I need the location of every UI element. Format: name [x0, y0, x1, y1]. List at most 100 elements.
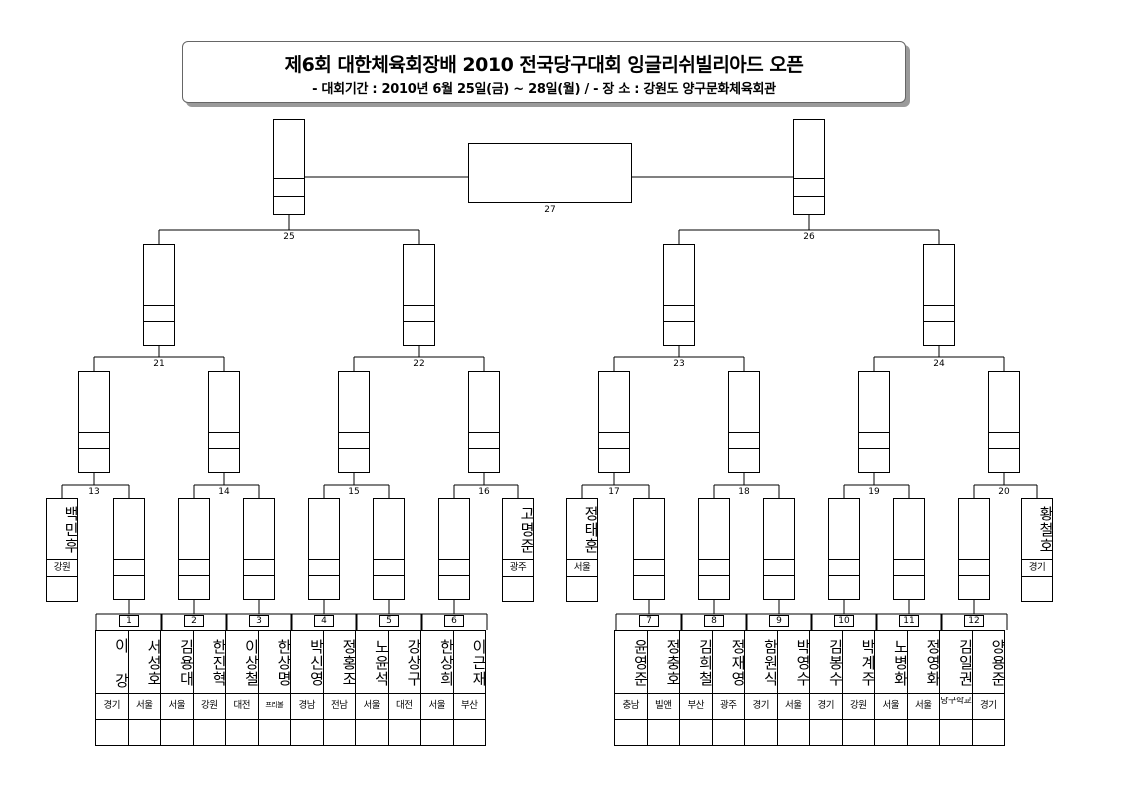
bye-player-name: 황철호 [1037, 506, 1055, 554]
score-divider [114, 559, 144, 560]
blank-cell [971, 719, 1005, 746]
player-name: 노윤석 [372, 639, 391, 687]
player-region: 빌앤 [655, 700, 672, 711]
bye-blank-cell [46, 576, 78, 602]
match-number: 21 [153, 359, 165, 369]
player-region: 당구학교 [940, 697, 972, 705]
score-divider [599, 432, 629, 433]
bye-region: 경기 [1028, 562, 1046, 573]
player-region: 서울 [168, 700, 186, 711]
match-number: 4 [314, 615, 334, 627]
player-region: 경남 [298, 700, 316, 711]
player-cell [906, 630, 940, 694]
blank-cell [744, 719, 778, 746]
blank-cell [841, 719, 875, 746]
player-name: 박계주 [859, 639, 877, 687]
player-name: 노병화 [891, 639, 910, 687]
score-divider [179, 559, 209, 560]
score-divider [859, 432, 889, 433]
first-round-score-box [113, 498, 145, 600]
blank-cell [95, 719, 129, 746]
score-divider [339, 432, 369, 433]
blank-cell [906, 719, 940, 746]
bye-region: 서울 [573, 562, 591, 573]
player-name: 윤영준 [631, 639, 650, 687]
blank-cell [420, 719, 454, 746]
player-name: 김일권 [956, 639, 975, 687]
blank-cell [776, 719, 810, 746]
player-region: 프리볼 [265, 701, 284, 709]
score-divider [894, 559, 924, 560]
match-number: 11 [899, 615, 919, 627]
semifinal-score-box [793, 119, 825, 215]
player-name: 박신영 [307, 639, 326, 687]
player-cell [160, 630, 194, 694]
match-number: 23 [673, 359, 685, 369]
match-number: 6 [444, 615, 464, 627]
score-divider [729, 432, 759, 433]
score-divider [989, 448, 1019, 449]
score-divider [469, 432, 499, 433]
final-box [468, 143, 632, 203]
match-number: 26 [803, 232, 815, 242]
third-round-score-box [403, 244, 435, 346]
score-divider [894, 575, 924, 576]
score-divider [179, 575, 209, 576]
score-divider [79, 432, 109, 433]
blank-cell [192, 719, 226, 746]
score-divider [959, 559, 989, 560]
player-region: 경기 [752, 700, 770, 711]
region-cell [874, 693, 908, 720]
score-divider [729, 448, 759, 449]
score-divider [274, 196, 304, 197]
match-number: 7 [639, 615, 659, 627]
first-round-score-box [308, 498, 340, 600]
score-divider [699, 575, 729, 576]
player-region: 전남 [331, 700, 348, 711]
blank-cell [711, 719, 745, 746]
player-region: 광주 [720, 700, 737, 711]
player-name: 한진혁 [210, 639, 228, 687]
match-number: 14 [218, 487, 230, 497]
bye-player-name: 백민후 [62, 506, 80, 554]
second-round-score-box [468, 371, 500, 473]
bye-player-cell [502, 498, 534, 560]
player-region: 서울 [136, 700, 153, 711]
second-round-score-box [988, 371, 1020, 473]
region-cell [127, 693, 161, 720]
player-name: 정충호 [664, 639, 682, 687]
first-round-score-box [698, 498, 730, 600]
player-cell [192, 630, 226, 694]
score-divider [794, 196, 824, 197]
first-round-score-box [828, 498, 860, 600]
second-round-score-box [858, 371, 890, 473]
score-divider [599, 448, 629, 449]
region-cell [841, 693, 875, 720]
blank-cell [679, 719, 713, 746]
score-divider [664, 305, 694, 306]
match-number: 16 [478, 487, 490, 497]
player-region: 서울 [915, 700, 932, 711]
first-round-score-box [178, 498, 210, 600]
player-region: 대전 [396, 700, 413, 711]
match-number: 13 [88, 487, 100, 497]
player-name: 서성호 [145, 639, 163, 687]
player-name: 강상구 [405, 639, 423, 687]
match-number: 17 [608, 487, 620, 497]
second-round-score-box [208, 371, 240, 473]
score-divider [859, 448, 889, 449]
score-divider [374, 559, 404, 560]
player-name: 정홍조 [340, 639, 358, 687]
blank-cell [290, 719, 324, 746]
score-divider [959, 575, 989, 576]
page-title: 제6회 대한체육회장배 2010 전국당구대회 잉글리쉬빌리아드 오픈 [284, 54, 804, 76]
player-region: 경기 [103, 700, 121, 711]
player-region: 서울 [785, 700, 802, 711]
player-region: 대전 [233, 700, 251, 711]
player-name: 정영화 [924, 639, 942, 687]
player-name: 김희철 [696, 639, 715, 687]
player-cell [971, 630, 1005, 694]
score-divider [829, 559, 859, 560]
player-region: 부산 [687, 700, 705, 711]
match-number: 22 [413, 359, 425, 369]
